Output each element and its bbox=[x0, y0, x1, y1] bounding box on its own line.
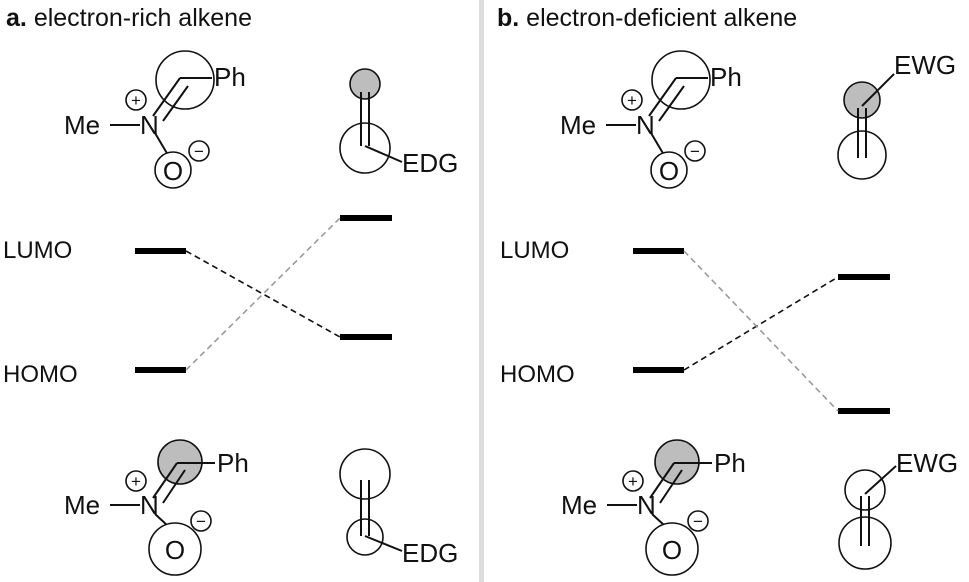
plus-charge-circle bbox=[125, 470, 147, 492]
panel-a: a. electron-rich alkene Ph N Me O + − bbox=[3, 4, 458, 576]
edg-label: EDG bbox=[402, 148, 458, 178]
bond-cn-double-1 bbox=[152, 462, 178, 499]
bond-cn-double-2 bbox=[659, 469, 683, 504]
phenyl-label: Ph bbox=[714, 448, 746, 478]
nitrone-oxygen-lobe bbox=[154, 151, 192, 189]
alkene-large-lobe bbox=[339, 448, 391, 500]
alkene-large-lobe bbox=[339, 122, 391, 174]
plus-charge: + bbox=[628, 472, 638, 491]
alkene-small-lobe bbox=[844, 469, 886, 511]
alkene-large-lobe bbox=[838, 516, 892, 570]
nitrone-oxygen-lobe bbox=[650, 151, 688, 189]
bond-cn-double-2 bbox=[162, 85, 189, 122]
edg-label: EDG bbox=[402, 538, 458, 568]
panel-a-title-text: electron-rich alkene bbox=[34, 4, 252, 32]
plus-charge: + bbox=[131, 472, 141, 491]
panel-divider bbox=[479, 0, 484, 582]
minus-charge-circle bbox=[188, 140, 210, 162]
methyl-label: Me bbox=[64, 110, 100, 140]
panel-a-dominant-interaction bbox=[185, 250, 341, 338]
plus-charge-circle bbox=[622, 470, 644, 492]
panel-b: b. electron-deficient alkene Ph N Me O +… bbox=[497, 4, 958, 576]
plus-charge: + bbox=[131, 91, 141, 110]
nitrone-carbon-lobe bbox=[651, 50, 711, 110]
methyl-label: Me bbox=[561, 490, 597, 520]
nitrogen-label: N bbox=[637, 490, 656, 520]
minus-charge-circle bbox=[687, 510, 709, 532]
plus-charge-circle bbox=[125, 89, 147, 111]
nitrone-oxygen-lobe bbox=[645, 522, 699, 576]
phenyl-label: Ph bbox=[217, 448, 249, 478]
minus-charge-circle bbox=[190, 510, 212, 532]
minus-charge-circle bbox=[684, 140, 706, 162]
panel-a-bottom-alkene: EDG bbox=[339, 448, 458, 568]
phenyl-label: Ph bbox=[710, 62, 742, 92]
panel-b-bottom-nitrone: Ph N Me O + − bbox=[561, 439, 746, 576]
panel-b-lumo-label: LUMO bbox=[500, 237, 569, 264]
plus-charge: + bbox=[627, 91, 637, 110]
alkene-large-lobe bbox=[837, 130, 887, 180]
nitrogen-label: N bbox=[636, 110, 655, 140]
oxygen-label: O bbox=[659, 156, 679, 186]
panel-b-homo-label: HOMO bbox=[500, 361, 575, 388]
nitrone-oxygen-lobe bbox=[148, 522, 202, 576]
nitrone-carbon-lobe bbox=[155, 50, 215, 110]
minus-charge: − bbox=[690, 142, 700, 161]
panel-a-letter: a. bbox=[6, 4, 27, 32]
oxygen-label: O bbox=[165, 535, 185, 565]
panel-a-lumo-label: LUMO bbox=[3, 237, 72, 264]
bond-c-ewg bbox=[864, 465, 897, 495]
ewg-label: EWG bbox=[896, 448, 958, 478]
panel-a-top-nitrone: Ph N Me O + − bbox=[64, 50, 246, 189]
panel-a-top-alkene: EDG bbox=[339, 68, 458, 178]
minus-charge: − bbox=[693, 512, 703, 531]
nitrogen-label: N bbox=[140, 490, 159, 520]
minus-charge: − bbox=[196, 512, 206, 531]
panel-a-title: a. electron-rich alkene bbox=[6, 4, 252, 32]
bond-c-edg bbox=[364, 535, 403, 552]
bond-cn-double-1 bbox=[152, 77, 181, 117]
panel-b-title: b. electron-deficient alkene bbox=[497, 4, 797, 32]
methyl-label: Me bbox=[64, 490, 100, 520]
panel-a-homo-label: HOMO bbox=[3, 361, 78, 388]
panel-b-bottom-alkene: EWG bbox=[838, 448, 958, 570]
bond-cn-double-2 bbox=[162, 469, 186, 504]
bond-n-o bbox=[650, 132, 665, 156]
bond-c-edg bbox=[364, 145, 403, 163]
nitrogen-label: N bbox=[140, 110, 159, 140]
ewg-label: EWG bbox=[894, 50, 956, 80]
panel-b-top-alkene: EWG bbox=[837, 50, 956, 180]
panel-a-bottom-nitrone: Ph N Me O + − bbox=[64, 439, 249, 576]
minus-charge: − bbox=[194, 142, 204, 161]
panel-b-title-text: electron-deficient alkene bbox=[526, 4, 797, 32]
alkene-filled-lobe bbox=[843, 81, 881, 119]
bond-c-ewg bbox=[861, 73, 895, 107]
phenyl-label: Ph bbox=[214, 62, 246, 92]
panel-b-top-nitrone: Ph N Me O + − bbox=[560, 50, 742, 189]
plus-charge-circle bbox=[621, 89, 643, 111]
oxygen-label: O bbox=[662, 535, 682, 565]
panel-b-minor-interaction bbox=[683, 250, 839, 412]
panel-b-letter: b. bbox=[497, 4, 519, 32]
methyl-label: Me bbox=[560, 110, 596, 140]
bond-cn-double-2 bbox=[658, 85, 685, 122]
alkene-filled-lobe bbox=[349, 68, 381, 100]
panel-a-minor-interaction bbox=[185, 217, 341, 371]
panel-b-dominant-interaction bbox=[683, 276, 839, 371]
bond-cn-double-1 bbox=[649, 462, 675, 499]
bond-n-o bbox=[154, 132, 169, 156]
oxygen-label: O bbox=[163, 156, 183, 186]
bond-cn-double-1 bbox=[648, 77, 677, 117]
